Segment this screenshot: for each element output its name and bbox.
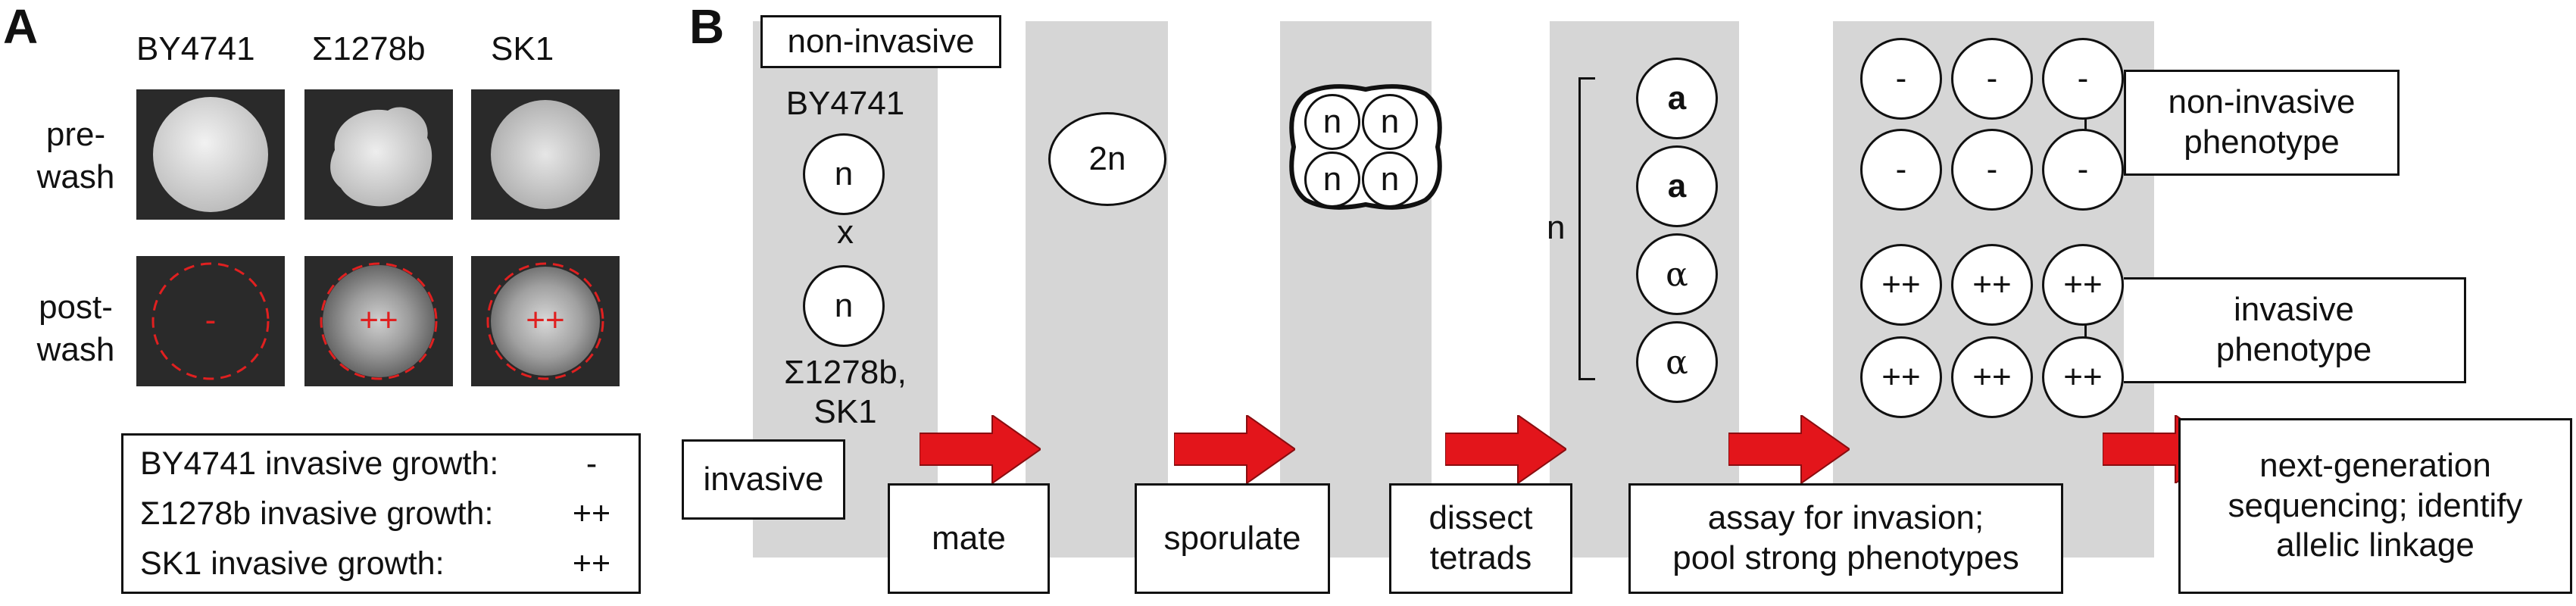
invasive-segregant: ++ xyxy=(1860,336,1942,418)
legend-row-sk1: SK1 invasive growth: ++ xyxy=(140,539,622,589)
invasive-segregant: ++ xyxy=(2042,336,2124,418)
step-mate: mate xyxy=(888,483,1050,594)
panel-a-letter: A xyxy=(3,0,39,54)
step-assay-invasion: assay for invasion; pool strong phenotyp… xyxy=(1628,483,2063,594)
invasion-mark-sk1: ++ xyxy=(526,301,565,339)
arrow-mate xyxy=(920,415,1041,483)
non-invasive-phenotype-label: non-invasive phenotype xyxy=(2124,70,2400,176)
colony-image-sk1-prewash xyxy=(471,89,620,220)
legend-row-by4741: BY4741 invasive growth: - xyxy=(140,439,622,489)
legend-value: ++ xyxy=(572,545,611,582)
strain-label-s1278b: Σ1278b xyxy=(312,30,426,67)
invasive-growth-legend: BY4741 invasive growth: - Σ1278b invasive… xyxy=(121,433,641,594)
lane-diploid xyxy=(1026,21,1168,558)
legend-value: ++ xyxy=(572,495,611,532)
tetrad-spore: n xyxy=(1304,152,1360,208)
arrow-sporulate xyxy=(1174,415,1295,483)
colony-image-s1278b-prewash xyxy=(304,89,453,220)
strain-label-by4741: BY4741 xyxy=(136,30,255,67)
row-label-pre-wash: pre- wash xyxy=(36,116,115,195)
invasion-mark-by4741: - xyxy=(205,301,217,339)
colony-image-s1278b-postwash xyxy=(304,256,453,386)
cross-symbol: x xyxy=(837,214,854,251)
tetrad-spore: n xyxy=(1362,152,1418,208)
step-sequencing: next-generation sequencing; identify all… xyxy=(2178,418,2572,594)
step-sporulate: sporulate xyxy=(1135,483,1330,594)
haploid-cell-invasive: n xyxy=(803,265,885,347)
invasive-segregant: ++ xyxy=(1951,336,2033,418)
colony-image-by4741-prewash xyxy=(136,89,285,220)
colony-image-by4741-postwash xyxy=(136,256,285,386)
segregant-ploidy-label: n xyxy=(1547,209,1566,246)
legend-label: BY4741 invasive growth: xyxy=(140,445,499,482)
non-invasive-segregant: - xyxy=(1951,129,2033,211)
segregant-mat-a: a xyxy=(1636,58,1718,139)
non-invasive-segregant: - xyxy=(2042,38,2124,120)
parent-strain-invasive: Σ1278b, SK1 xyxy=(784,354,907,430)
segregant-mat-alpha: α xyxy=(1636,233,1718,315)
tetrad-spore: n xyxy=(1304,94,1360,150)
non-invasive-segregant: - xyxy=(2042,129,2124,211)
non-invasive-segregant: - xyxy=(1860,38,1942,120)
legend-row-s1278b: Σ1278b invasive growth: ++ xyxy=(140,489,622,539)
invasive-phenotype-label: invasive phenotype xyxy=(2124,277,2466,383)
arrow-assay xyxy=(1728,415,1850,483)
strain-label-sk1: SK1 xyxy=(491,30,554,67)
diploid-cell: 2n xyxy=(1048,112,1166,206)
non-invasive-segregant: - xyxy=(1860,129,1942,211)
segregant-mat-a: a xyxy=(1636,145,1718,227)
panel-b-letter: B xyxy=(689,0,725,54)
row-label-post-wash: post- wash xyxy=(36,289,115,368)
segregant-mat-alpha: α xyxy=(1636,321,1718,403)
legend-label: Σ1278b invasive growth: xyxy=(140,495,494,532)
invasive-segregant: ++ xyxy=(2042,244,2124,326)
step-dissect-tetrads: dissect tetrads xyxy=(1389,483,1572,594)
colony-image-sk1-postwash xyxy=(471,256,620,386)
invasive-segregant: ++ xyxy=(1951,244,2033,326)
haploid-cell-by4741: n xyxy=(803,133,885,215)
non-invasive-label: non-invasive xyxy=(760,15,1001,68)
legend-value: - xyxy=(585,445,598,482)
segregant-bracket xyxy=(1578,77,1595,380)
non-invasive-segregant: - xyxy=(1951,38,2033,120)
arrow-dissect xyxy=(1445,415,1566,483)
invasive-label: invasive xyxy=(682,439,845,520)
invasion-mark-s1278b: ++ xyxy=(359,301,398,339)
legend-label: SK1 invasive growth: xyxy=(140,545,445,582)
invasive-segregant: ++ xyxy=(1860,244,1942,326)
parent-strain-by4741: BY4741 xyxy=(785,85,905,122)
tetrad-spore: n xyxy=(1362,94,1418,150)
